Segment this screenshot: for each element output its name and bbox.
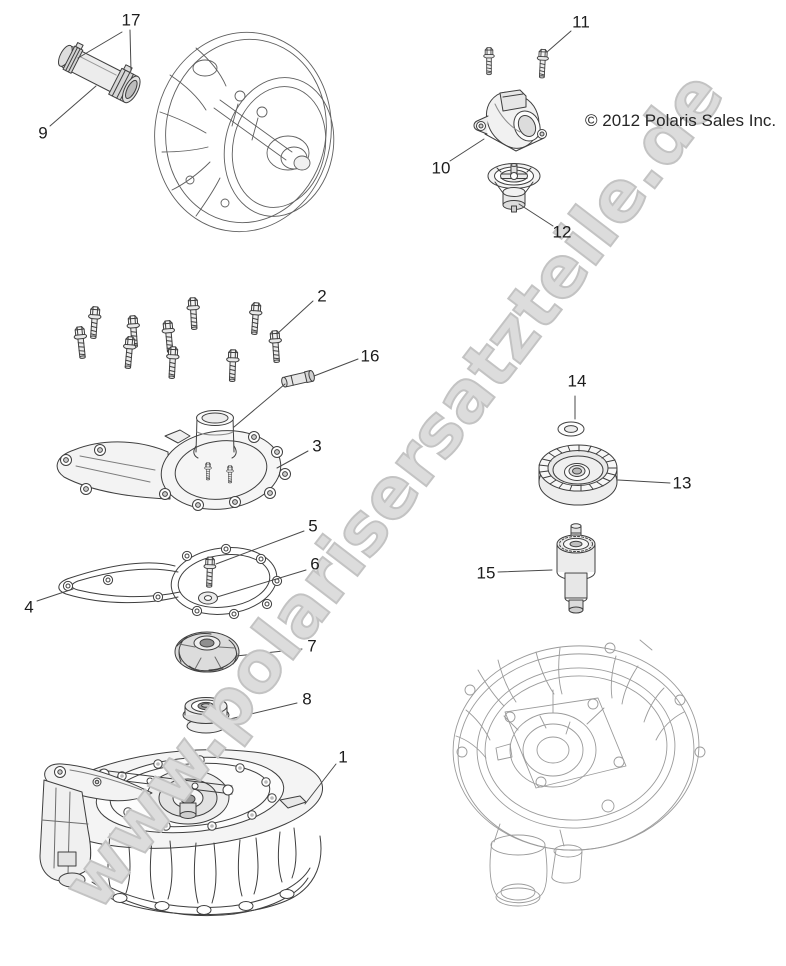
part-10-thermostat-housing-drawing <box>473 89 547 152</box>
callout-2: 2 <box>317 286 327 306</box>
part-8-seal-drawing <box>182 697 230 734</box>
part-6-washer-drawing <box>198 591 218 605</box>
part-13-pulley-drawing <box>538 444 618 506</box>
part-1-clutch-cover-drawing <box>39 749 324 917</box>
callout-13: 13 <box>672 473 692 493</box>
part-15-bearing-drawing <box>556 523 596 614</box>
callout-14: 14 <box>567 371 587 391</box>
part-11-bolts-drawing <box>483 47 550 79</box>
inner-cover-drawing <box>452 639 706 907</box>
callout-6: 6 <box>310 554 320 574</box>
callout-15: 15 <box>476 563 496 583</box>
copyright-text: © 2012 Polaris Sales Inc. <box>585 111 777 130</box>
callout-17: 17 <box>121 10 141 30</box>
callout-1: 1 <box>338 747 348 767</box>
part-16-pin-drawing <box>281 369 315 388</box>
callout-11: 11 <box>572 12 590 32</box>
part-14-washer-drawing <box>557 421 585 437</box>
part-9-hose-drawing <box>57 42 141 104</box>
callout-3: 3 <box>312 436 322 456</box>
callout-leader-lines <box>36 29 671 805</box>
part-5-bolt-drawing <box>202 556 217 588</box>
part-12-thermostat-drawing <box>487 163 541 213</box>
callout-9: 9 <box>38 123 48 143</box>
callout-8: 8 <box>302 689 312 709</box>
callout-4: 4 <box>24 597 34 617</box>
callout-5: 5 <box>308 516 318 536</box>
callout-7: 7 <box>307 636 317 656</box>
part-2-bolts-drawing <box>72 296 284 383</box>
clutch-assembly-drawing <box>154 31 335 233</box>
callout-16: 16 <box>360 346 380 366</box>
callout-10: 10 <box>431 158 451 178</box>
part-3-pump-cover-drawing <box>56 410 291 511</box>
callout-12: 12 <box>552 222 572 242</box>
part-4-gasket-drawing <box>58 543 283 620</box>
part-7-impeller-drawing <box>174 631 240 673</box>
